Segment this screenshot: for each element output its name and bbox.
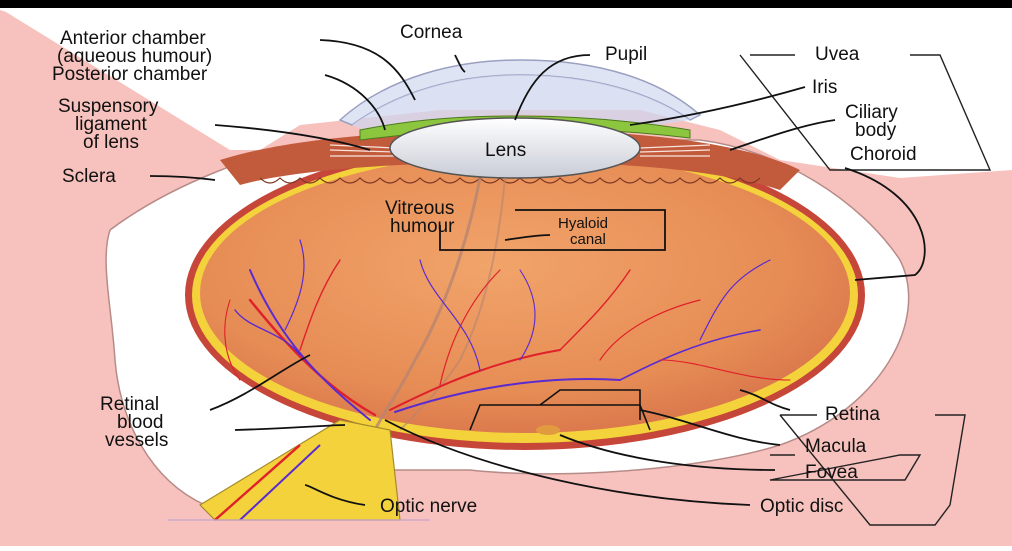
label-choroid: Choroid bbox=[850, 144, 917, 165]
top-bar bbox=[0, 0, 1012, 8]
label-suspensory-3: of lens bbox=[83, 132, 139, 153]
label-hyaloid-2: canal bbox=[570, 231, 606, 248]
label-vitreous-2: humour bbox=[390, 216, 455, 237]
vitreous-body bbox=[200, 153, 850, 433]
label-ciliary-2: body bbox=[855, 120, 897, 141]
label-cornea: Cornea bbox=[400, 22, 463, 43]
label-sclera: Sclera bbox=[62, 166, 116, 187]
label-iris: Iris bbox=[812, 77, 837, 98]
label-lens: Lens bbox=[485, 140, 526, 161]
label-hyaloid-1: Hyaloid bbox=[558, 215, 608, 232]
label-posterior-chamber: Posterior chamber bbox=[52, 64, 208, 85]
label-retina: Retina bbox=[825, 404, 880, 425]
label-retinal-3: vessels bbox=[105, 430, 168, 451]
label-optic-nerve: Optic nerve bbox=[380, 496, 477, 517]
label-macula: Macula bbox=[805, 436, 867, 457]
label-optic-disc: Optic disc bbox=[760, 496, 843, 517]
label-pupil: Pupil bbox=[605, 44, 647, 65]
label-fovea: Fovea bbox=[805, 462, 858, 483]
label-uvea: Uvea bbox=[815, 44, 860, 65]
